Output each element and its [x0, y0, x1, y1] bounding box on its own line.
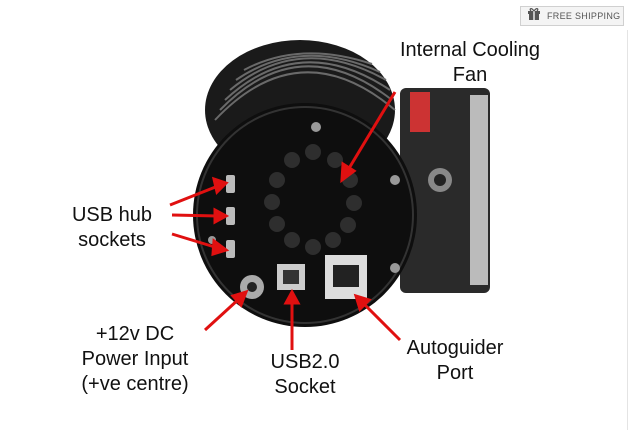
label-usb-hub-sockets: USB hub sockets — [62, 203, 162, 253]
label-line: Internal Cooling — [399, 39, 541, 61]
label-autoguider-port: Autoguider Port — [395, 336, 515, 386]
label-line: Socket — [274, 376, 336, 398]
free-shipping-badge: FREE SHIPPING — [520, 6, 624, 26]
usb-hub-sockets — [226, 175, 235, 258]
label-usb2-socket: USB2.0 Socket — [255, 350, 355, 400]
label-line: Autoguider — [406, 337, 504, 359]
label-line: Power Input — [81, 348, 189, 370]
label-line: Fan — [452, 64, 488, 86]
divider — [627, 30, 628, 430]
label-line: USB hub — [71, 204, 153, 226]
label-power-input: +12v DC Power Input (+ve centre) — [70, 322, 200, 397]
label-line: USB2.0 — [270, 351, 340, 373]
label-line: sockets — [78, 229, 146, 251]
autoguider-port — [325, 255, 367, 299]
usb2-socket — [277, 264, 305, 290]
label-line: Port — [436, 362, 474, 384]
free-shipping-text: FREE SHIPPING — [547, 11, 621, 21]
arrows — [169, 91, 402, 350]
cooling-fan-vents — [264, 144, 362, 255]
label-internal-cooling-fan: Internal Cooling Fan — [380, 38, 560, 88]
label-line: (+ve centre) — [81, 373, 189, 395]
label-line: +12v DC — [95, 323, 175, 345]
gift-icon — [527, 7, 541, 25]
